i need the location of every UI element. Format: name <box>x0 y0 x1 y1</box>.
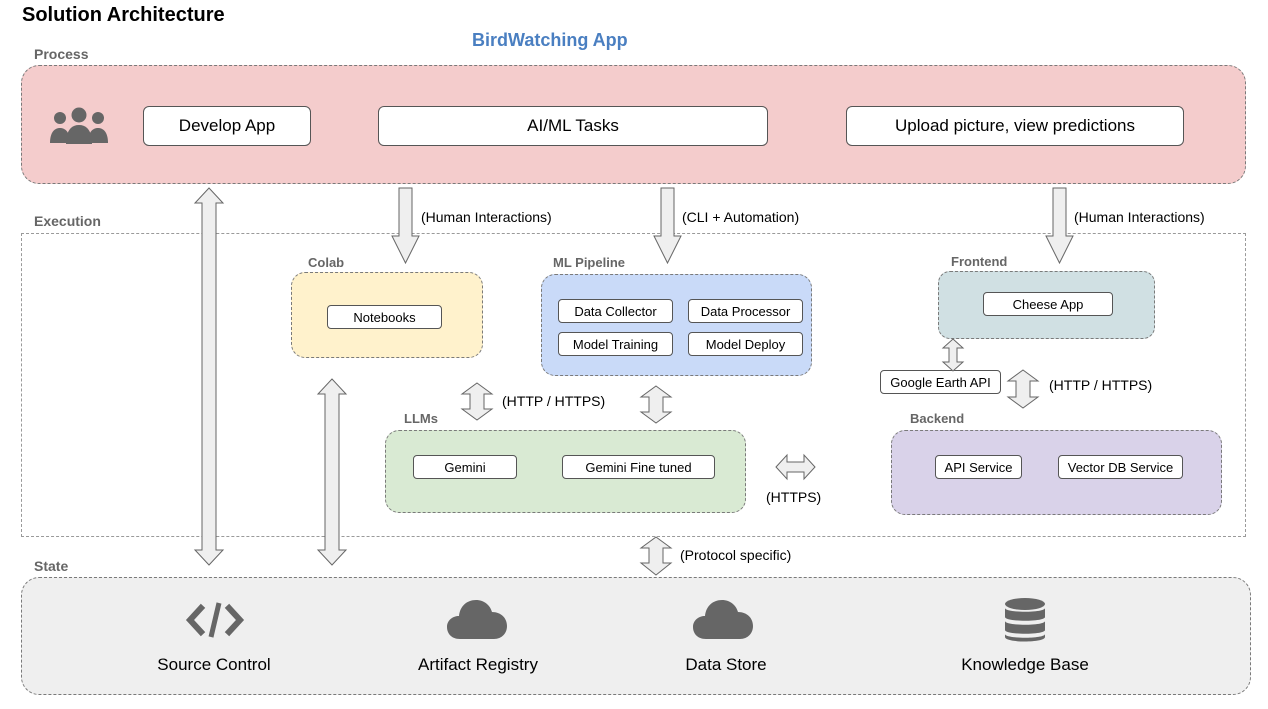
edge-label-protocol-specific: (Protocol specific) <box>680 547 792 563</box>
develop-app-box: Develop App <box>143 106 311 146</box>
edge-label-http-https-2: (HTTP / HTTPS) <box>1049 377 1153 393</box>
database-icon <box>1005 598 1045 642</box>
source-control-label: Source Control <box>157 655 271 674</box>
google-earth-api-box: Google Earth API <box>880 370 1001 394</box>
arrow-down-ml-pipeline <box>653 187 682 265</box>
llms-label: LLMs <box>404 411 438 426</box>
execution-panel <box>21 233 1246 537</box>
knowledge-base-label: Knowledge Base <box>961 655 1089 674</box>
colab-label: Colab <box>308 255 345 270</box>
data-processor-box: Data Processor <box>688 299 803 323</box>
arrow-down-frontend <box>1045 187 1074 265</box>
upload-picture-box: Upload picture, view predictions <box>846 106 1184 146</box>
process-section-label: Process <box>34 46 89 62</box>
arrow-llms-backend <box>775 453 816 481</box>
code-icon <box>185 602 245 638</box>
ml-pipeline-label: ML Pipeline <box>553 255 625 270</box>
arrow-colab-artifact-registry <box>316 378 348 566</box>
arrow-develop-source-control <box>193 187 225 566</box>
edge-label-https: (HTTPS) <box>766 489 822 505</box>
api-service-box: API Service <box>935 455 1022 479</box>
model-deploy-box: Model Deploy <box>688 332 803 356</box>
gemini-fine-tuned-box: Gemini Fine tuned <box>562 455 715 479</box>
aiml-tasks-box: AI/ML Tasks <box>378 106 768 146</box>
frontend-label: Frontend <box>951 254 1008 269</box>
arrow-colab-llms <box>460 382 494 421</box>
data-collector-box: Data Collector <box>558 299 673 323</box>
cloud-icon-artifact-registry <box>447 600 507 639</box>
arrow-ml-pipeline-llms <box>639 385 673 424</box>
execution-section-label: Execution <box>34 213 101 229</box>
gemini-box: Gemini <box>413 455 517 479</box>
state-section-label: State <box>34 558 69 574</box>
arrow-down-colab <box>391 187 420 265</box>
edge-label-cli-automation: (CLI + Automation) <box>682 209 800 225</box>
diagram-title: Solution Architecture <box>22 4 225 26</box>
ml-pipeline-panel <box>541 274 812 376</box>
notebooks-box: Notebooks <box>327 305 442 329</box>
edge-label-human-interactions-2: (Human Interactions) <box>1074 209 1205 225</box>
arrow-cheese-earth <box>941 338 965 372</box>
artifact-registry-label: Artifact Registry <box>418 655 538 674</box>
arrow-execution-state <box>639 536 673 576</box>
data-store-label: Data Store <box>685 655 767 674</box>
cheese-app-box: Cheese App <box>983 292 1113 316</box>
edge-label-http-https-1: (HTTP / HTTPS) <box>502 393 606 409</box>
vector-db-service-box: Vector DB Service <box>1058 455 1183 479</box>
arrow-frontend-backend <box>1006 369 1040 409</box>
cloud-icon-data-store <box>693 600 753 639</box>
app-title: BirdWatching App <box>472 30 628 50</box>
edge-label-human-interactions-1: (Human Interactions) <box>421 209 552 225</box>
users-icon <box>50 107 108 144</box>
state-panel <box>21 577 1251 695</box>
backend-label: Backend <box>910 411 965 426</box>
model-training-box: Model Training <box>558 332 673 356</box>
